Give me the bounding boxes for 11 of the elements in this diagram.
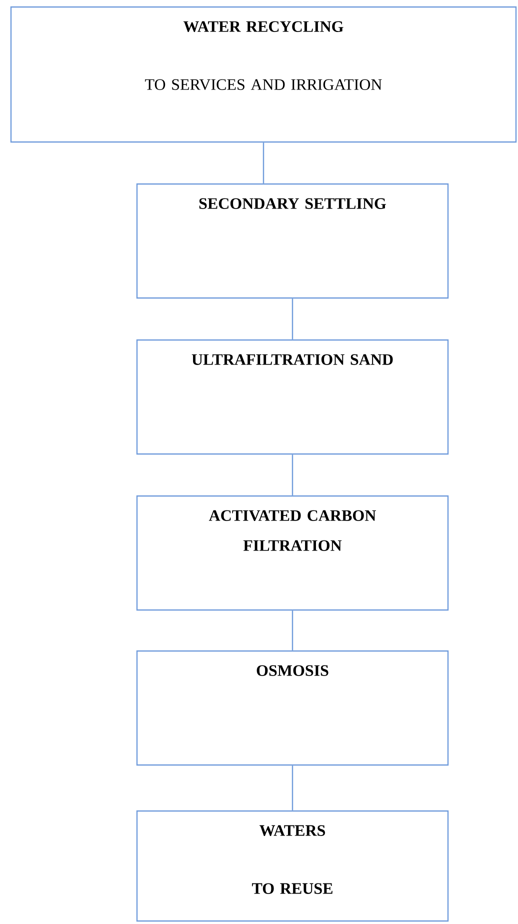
process-box: WATERS TO REUSE [136, 810, 449, 922]
connector-line [292, 454, 294, 496]
process-box: ACTIVATED CARBON FILTRATION [136, 495, 449, 611]
connector-line [262, 142, 264, 184]
connector-line [292, 298, 294, 340]
process-box: ULTRAFILTRATION SAND [136, 339, 449, 455]
process-box: OSMOSIS [136, 650, 449, 766]
process-box: SECONDARY SETTLING [136, 183, 449, 299]
process-box: WATER RECYCLING TO SERVICES AND IRRIGATION [10, 6, 517, 143]
connector-line [292, 766, 294, 810]
connector-line [292, 610, 294, 650]
